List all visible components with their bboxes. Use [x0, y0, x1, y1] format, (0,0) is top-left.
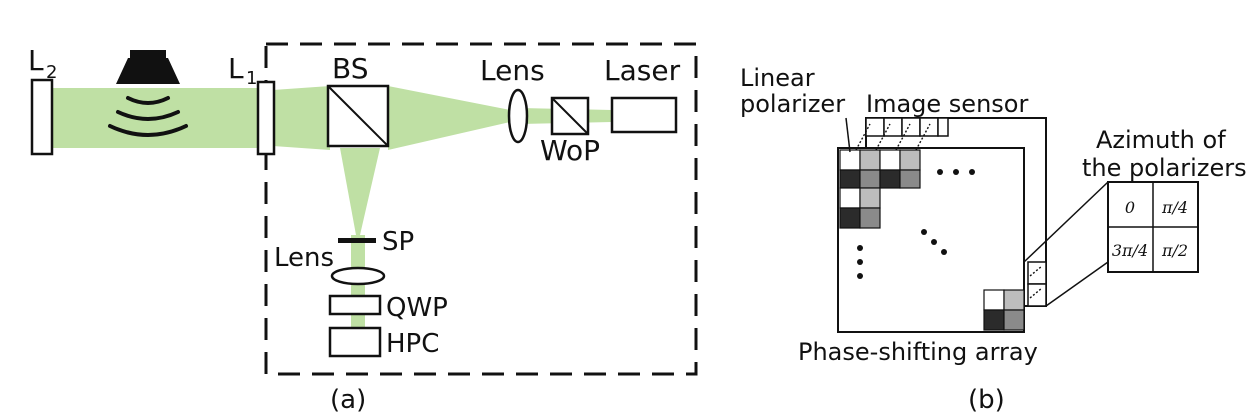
azimuth-cell-3: π/2 [1161, 241, 1188, 260]
label-polarizer: polarizer [740, 90, 845, 118]
label-l2-sub: 2 [46, 62, 57, 83]
lens-top [507, 88, 529, 144]
beam-bs-down [340, 148, 380, 235]
pixel-pattern-bottom-right [983, 289, 1025, 331]
panel-a-caption: (a) [330, 385, 366, 415]
lens-bottom [330, 266, 386, 286]
azimuth-cell-1: π/4 [1161, 198, 1188, 217]
leader-linear-polarizer [845, 117, 851, 153]
speaker-icon [116, 50, 180, 84]
label-azimuth-1: Azimuth of [1096, 126, 1226, 154]
label-hpc: HPC [386, 329, 439, 359]
alignment-arrows [855, 123, 1043, 299]
panel-b-caption: (b) [968, 385, 1005, 415]
label-lens-bottom: Lens [274, 243, 334, 273]
beam-splitter-diagonal [327, 85, 389, 147]
mirror-l2 [30, 78, 54, 156]
spatial-filter [338, 238, 376, 243]
label-qwp: QWP [386, 293, 448, 323]
azimuth-cell-2: 3π/4 [1112, 241, 1148, 260]
sensor-corner-cells [1027, 261, 1047, 307]
azimuth-table: 0 π/4 3π/4 π/2 [1107, 181, 1199, 273]
ellipsis-dots [857, 169, 975, 279]
panel-b: 0 π/4 3π/4 π/2 Linear polarizer Image se… [740, 64, 1247, 415]
label-azimuth-2: the polarizers [1082, 154, 1247, 182]
azimuth-cell-0: 0 [1125, 198, 1135, 217]
pixel-pattern-top-left [839, 149, 921, 229]
wollaston-prism-diagonal [551, 97, 589, 135]
sensor-top-cells [865, 117, 949, 137]
quarter-wave-plate [328, 294, 382, 316]
dashed-enclosure [264, 42, 698, 376]
label-laser: Laser [604, 54, 681, 87]
label-l1-sub: 1 [246, 68, 257, 89]
label-bs: BS [332, 52, 369, 85]
label-phase-array: Phase-shifting array [798, 338, 1038, 366]
mirror-l1 [256, 80, 276, 156]
zoom-line-top [1023, 181, 1109, 263]
high-speed-polarization-camera [328, 326, 382, 358]
label-image-sensor: Image sensor [866, 90, 1028, 118]
sound-wave-icon [108, 96, 188, 137]
label-wop: WoP [540, 134, 600, 167]
label-l1: L [228, 52, 244, 85]
label-linear: Linear [740, 64, 815, 92]
beam-l1-bs [273, 86, 330, 150]
beam-bs-lens [388, 86, 510, 150]
label-lens-top: Lens [480, 54, 545, 87]
zoom-line-bottom [1045, 261, 1109, 307]
label-l2: L [28, 44, 44, 77]
label-sp: SP [382, 227, 414, 257]
laser-box [610, 96, 678, 134]
panel-a: L 2 L 1 BS Lens WoP Laser SP [28, 42, 698, 415]
